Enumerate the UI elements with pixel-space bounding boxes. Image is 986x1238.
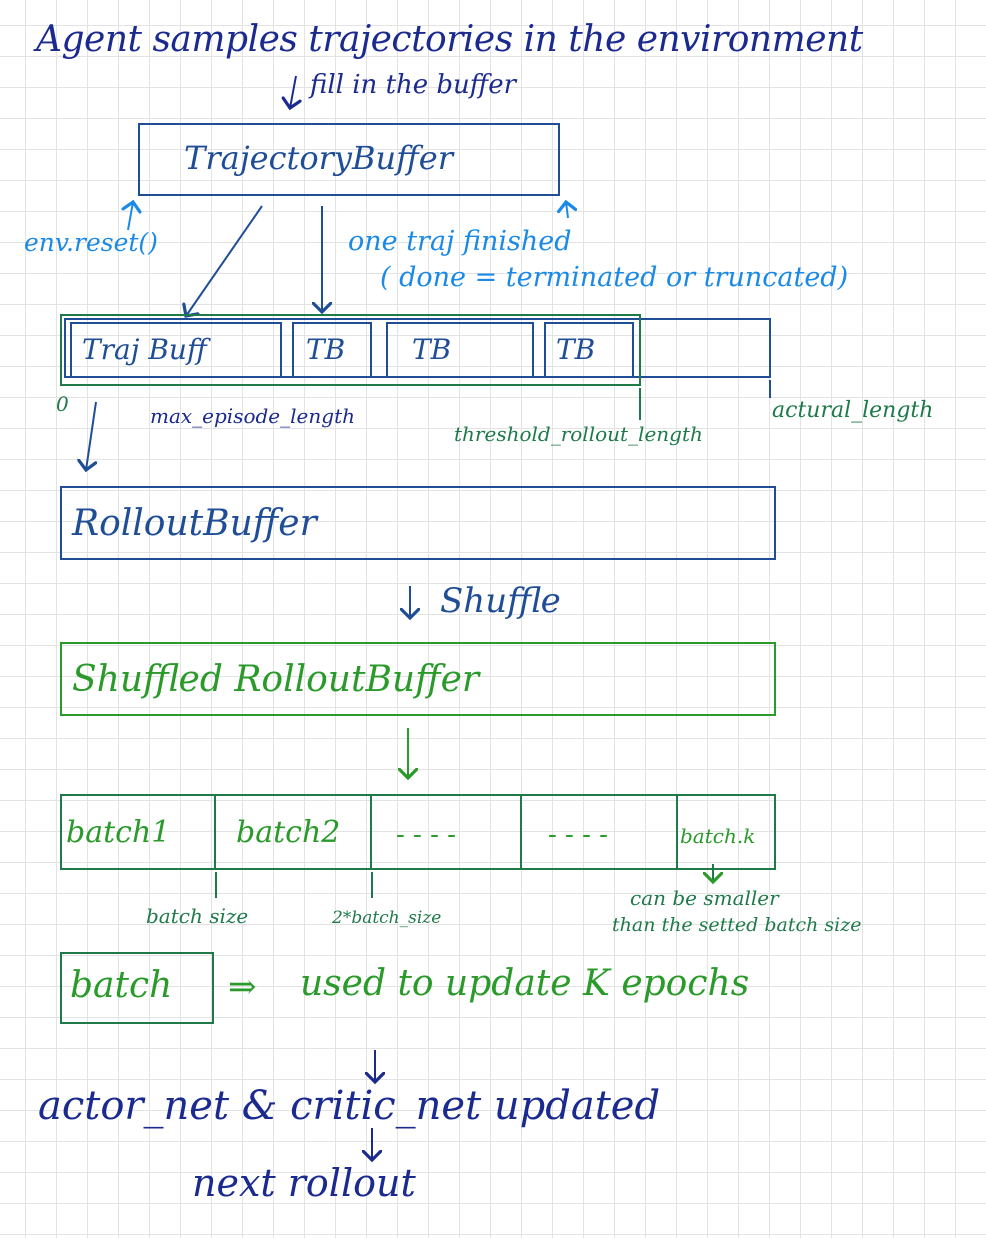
batch-box-label: batch <box>70 965 173 1006</box>
next-rollout-label: next rollout <box>192 1161 416 1205</box>
rollout-buffer-label: RolloutBuffer <box>72 503 317 544</box>
traj-to-trajbuff-arrow <box>186 205 263 316</box>
tb-cell-1 <box>292 322 372 378</box>
batches-row <box>60 794 776 870</box>
finished-hook <box>566 202 568 219</box>
segment-row-threshold <box>60 314 641 386</box>
max-episode-length-label: max_episode_length <box>150 404 355 428</box>
fill-arrow <box>290 75 296 108</box>
trajectory-buffer-box <box>138 123 560 196</box>
smaller-note-2: than the setted batch size <box>612 914 862 936</box>
zero-to-rollout-arrow <box>86 401 96 470</box>
shuffled-buffer-box <box>60 642 776 716</box>
batch-size-label: batch size <box>146 904 249 928</box>
shuffle-label: Shuffle <box>440 581 561 621</box>
batch-dashes-2: - - - - <box>548 820 608 850</box>
threshold-rollout-length-label: threshold_rollout_length <box>454 422 703 446</box>
nets-updated-label: actor_net & critic_net updated <box>38 1083 661 1129</box>
traj-buff-label: Traj Buff <box>82 333 207 366</box>
tb-label-1: TB <box>306 333 346 366</box>
batch-dashes-1: - - - - <box>396 820 456 850</box>
done-condition-label: ( done = terminated or truncated) <box>380 262 849 293</box>
tb-cell-3 <box>544 322 634 378</box>
tb-label-2: TB <box>412 333 452 366</box>
tb-label-3: TB <box>556 333 596 366</box>
smaller-note-1: can be smaller <box>630 886 779 910</box>
implies-arrow: ⇒ <box>228 967 257 1007</box>
fill-note: fill in the buffer <box>310 70 517 100</box>
traj-finished-label: one traj finished <box>348 226 572 257</box>
shuffled-buffer-label: Shuffled RolloutBuffer <box>72 659 480 700</box>
rollout-buffer-box <box>60 486 776 560</box>
batch-2-label: batch2 <box>236 815 341 850</box>
diagram-title: Agent samples trajectories in the enviro… <box>36 19 863 60</box>
zero-mark: 0 <box>56 392 69 416</box>
actual-length-label: actural_length <box>772 398 934 423</box>
update-epochs-label: used to update K epochs <box>300 963 750 1004</box>
traj-buff-cell <box>70 322 282 378</box>
env-reset-label: env.reset() <box>24 228 158 257</box>
batch-k-label: batch.k <box>680 824 756 848</box>
env-reset-hook <box>128 202 133 231</box>
two-batch-size-label: 2*batch_size <box>332 908 442 928</box>
batch-box <box>60 952 214 1024</box>
tb-cell-2 <box>386 322 534 378</box>
trajectory-buffer-label: TrajectoryBuffer <box>184 139 454 177</box>
batch-1-label: batch1 <box>66 815 171 850</box>
